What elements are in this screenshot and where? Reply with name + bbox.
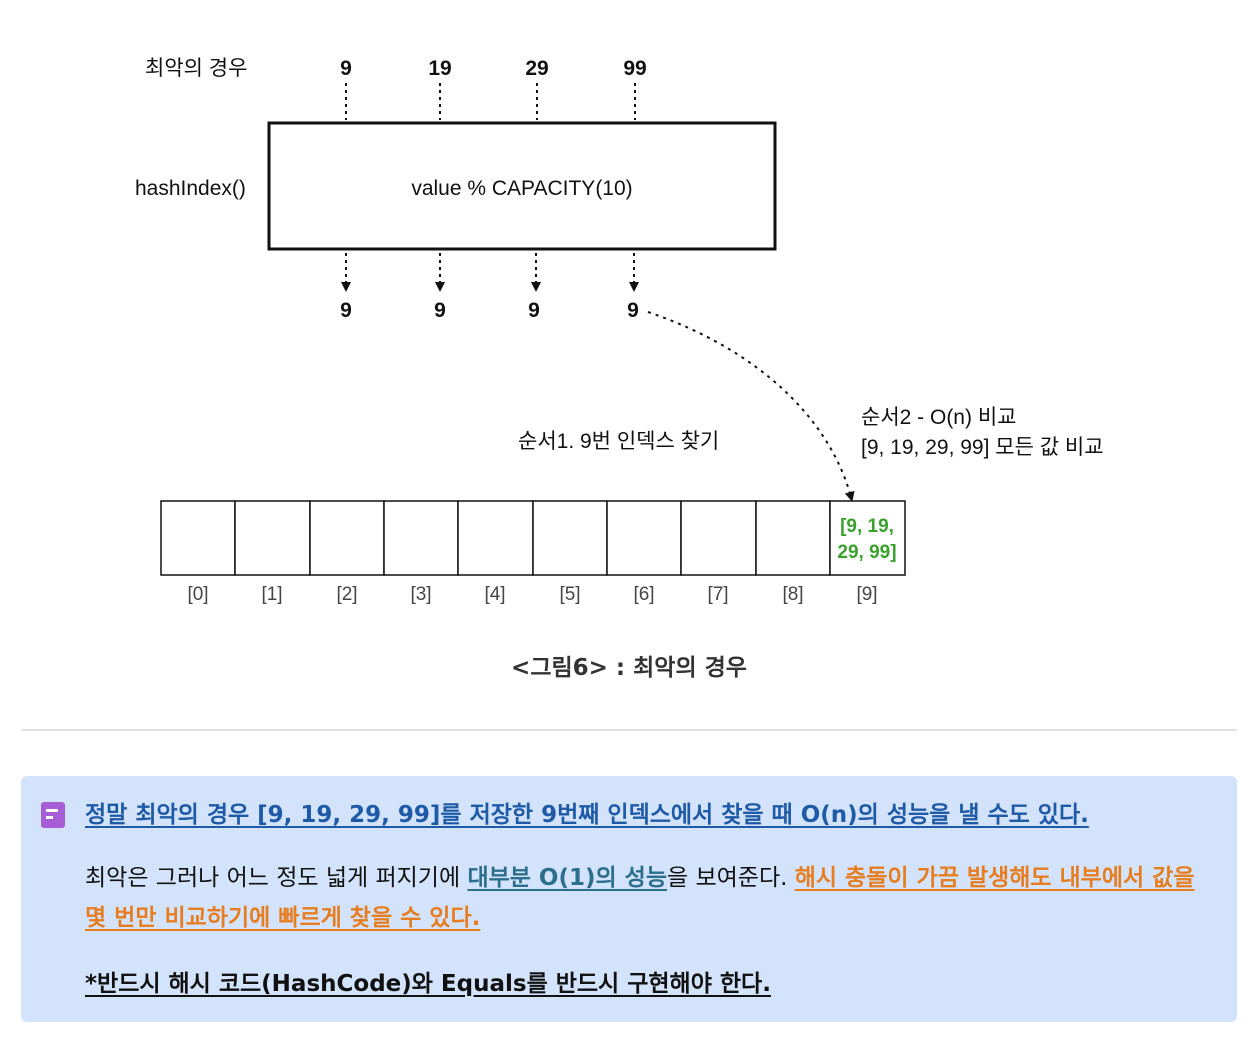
callout-body-highlight-orange: 해시 충돌이 가끔 발생해도 내부에서 값을 몇 번만 비교하기에 빠르게 찾을…: [85, 865, 1195, 931]
callout-body-highlight-teal: 대부분 O(1)의 성능: [467, 865, 667, 891]
callout-title: 정말 최악의 경우 [9, 19, 29, 99]를 저장한 9번째 인덱스에서…: [85, 802, 1089, 828]
bucket-9-value-line2: 29, 99]: [837, 542, 896, 563]
hash-index-label: hashIndex(): [135, 177, 246, 200]
step2-label-line2: [9, 19, 29, 99] 모든 값 비교: [861, 436, 1104, 459]
bucket-6: [606, 500, 682, 576]
input-value-1: 9: [340, 57, 352, 80]
index-label-8: [8]: [782, 584, 803, 605]
index-label-0: [0]: [187, 584, 208, 605]
bucket-7: [680, 500, 757, 576]
callout-note: *반드시 해시 코드(HashCode)와 Equals를 반드시 구현해야 한…: [85, 971, 771, 997]
callout-note-line: *반드시 해시 코드(HashCode)와 Equals를 반드시 구현해야 한…: [85, 964, 771, 1004]
output-value-4: 9: [627, 299, 639, 322]
index-label-7: [7]: [707, 584, 728, 605]
index-label-2: [2]: [336, 584, 357, 605]
bucket-3: [383, 500, 459, 576]
step1-label: 순서1. 9번 인덱스 찾기: [518, 430, 719, 453]
index-label-9: [9]: [856, 584, 877, 605]
lookup-curve-arrow: [647, 311, 855, 502]
output-value-2: 9: [434, 299, 446, 322]
index-label-6: [6]: [633, 584, 654, 605]
input-value-3: 29: [525, 57, 548, 80]
bucket-array: [160, 500, 906, 576]
bucket-9: [829, 500, 906, 576]
bucket-8: [755, 500, 831, 576]
index-label-5: [5]: [559, 584, 580, 605]
index-label-3: [3]: [410, 584, 431, 605]
hash-function-box: [267, 121, 777, 251]
bucket-2: [309, 500, 385, 576]
callout-title-line: 정말 최악의 경우 [9, 19, 29, 99]를 저장한 9번째 인덱스에서…: [85, 795, 1089, 835]
input-value-4: 99: [623, 57, 646, 80]
output-value-3: 9: [528, 299, 540, 322]
input-value-2: 19: [428, 57, 451, 80]
step2-label-line1: 순서2 - O(n) 비교: [861, 406, 1016, 429]
index-label-4: [4]: [484, 584, 505, 605]
bucket-4: [457, 500, 534, 576]
document-icon: [41, 802, 65, 828]
section-divider: [21, 729, 1237, 731]
bucket-1: [234, 500, 311, 576]
bucket-5: [532, 500, 608, 576]
bucket-0: [160, 500, 236, 576]
figure-caption: <그림6> : 최악의 경우: [511, 655, 747, 681]
index-label-1: [1]: [261, 584, 282, 605]
hash-collision-diagram: 최악의 경우 9 19 29 99 hashIndex() value % CA…: [135, 57, 1104, 605]
callout-body-middle: 을 보여준다.: [667, 865, 795, 891]
callout-box: 정말 최악의 경우 [9, 19, 29, 99]를 저장한 9번째 인덱스에서…: [21, 776, 1237, 1022]
bucket-9-value-line1: [9, 19,: [840, 516, 894, 537]
output-value-1: 9: [340, 299, 352, 322]
callout-body: 최악은 그러나 어느 정도 넓게 퍼지기에 대부분 O(1)의 성능을 보여준다…: [85, 858, 1205, 938]
worst-case-row-label: 최악의 경우: [145, 57, 247, 80]
hash-function-formula: value % CAPACITY(10): [411, 177, 632, 200]
callout-body-prefix: 최악은 그러나 어느 정도 넓게 퍼지기에: [85, 865, 468, 891]
